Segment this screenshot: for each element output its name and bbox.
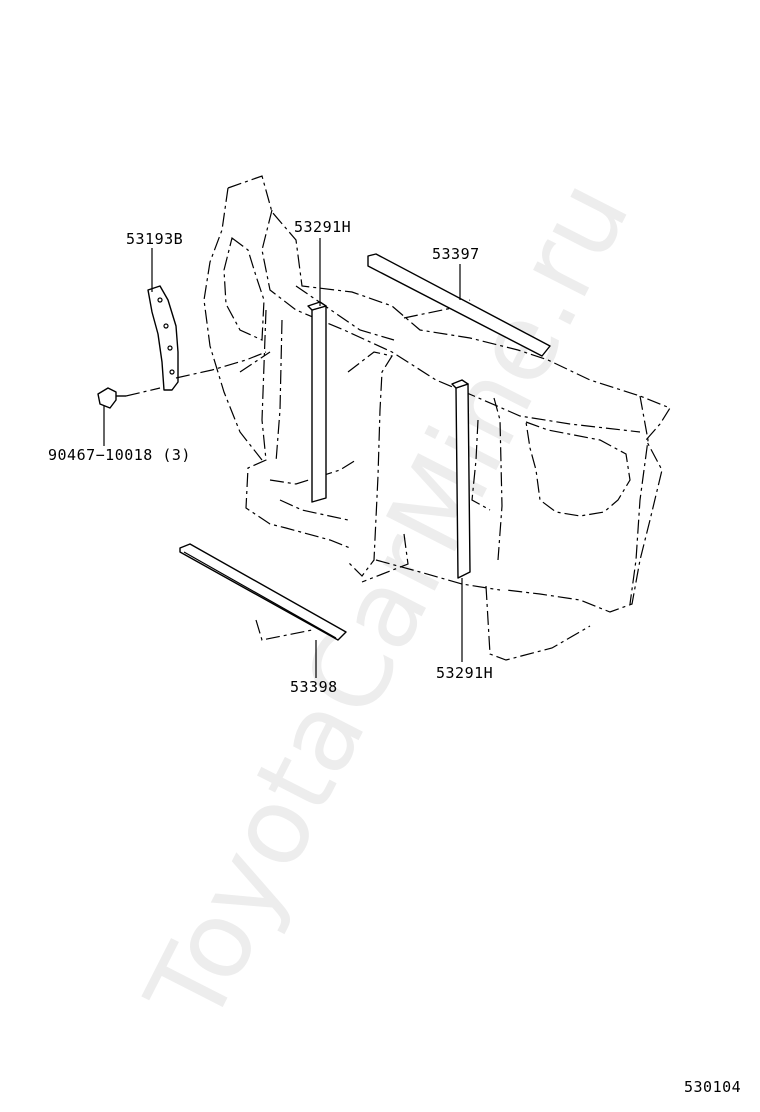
callout-90467: 90467−10018 (3) bbox=[48, 446, 191, 464]
callout-53398: 53398 bbox=[290, 678, 338, 696]
callout-53291h-upper: 53291H bbox=[294, 218, 352, 236]
radiator-support-outline bbox=[203, 175, 671, 661]
seal-53397 bbox=[367, 253, 551, 357]
callout-53397: 53397 bbox=[432, 245, 480, 263]
callout-53193b: 53193B bbox=[126, 230, 184, 248]
bracket-53193b bbox=[147, 248, 267, 391]
clip-90467 bbox=[97, 387, 161, 446]
seal-53398 bbox=[179, 543, 347, 678]
diagram-code: 530104 bbox=[684, 1078, 742, 1096]
callout-53291h-lower: 53291H bbox=[436, 664, 494, 682]
seal-53291h-lower bbox=[451, 379, 471, 662]
seal-53291h-upper bbox=[307, 238, 327, 503]
